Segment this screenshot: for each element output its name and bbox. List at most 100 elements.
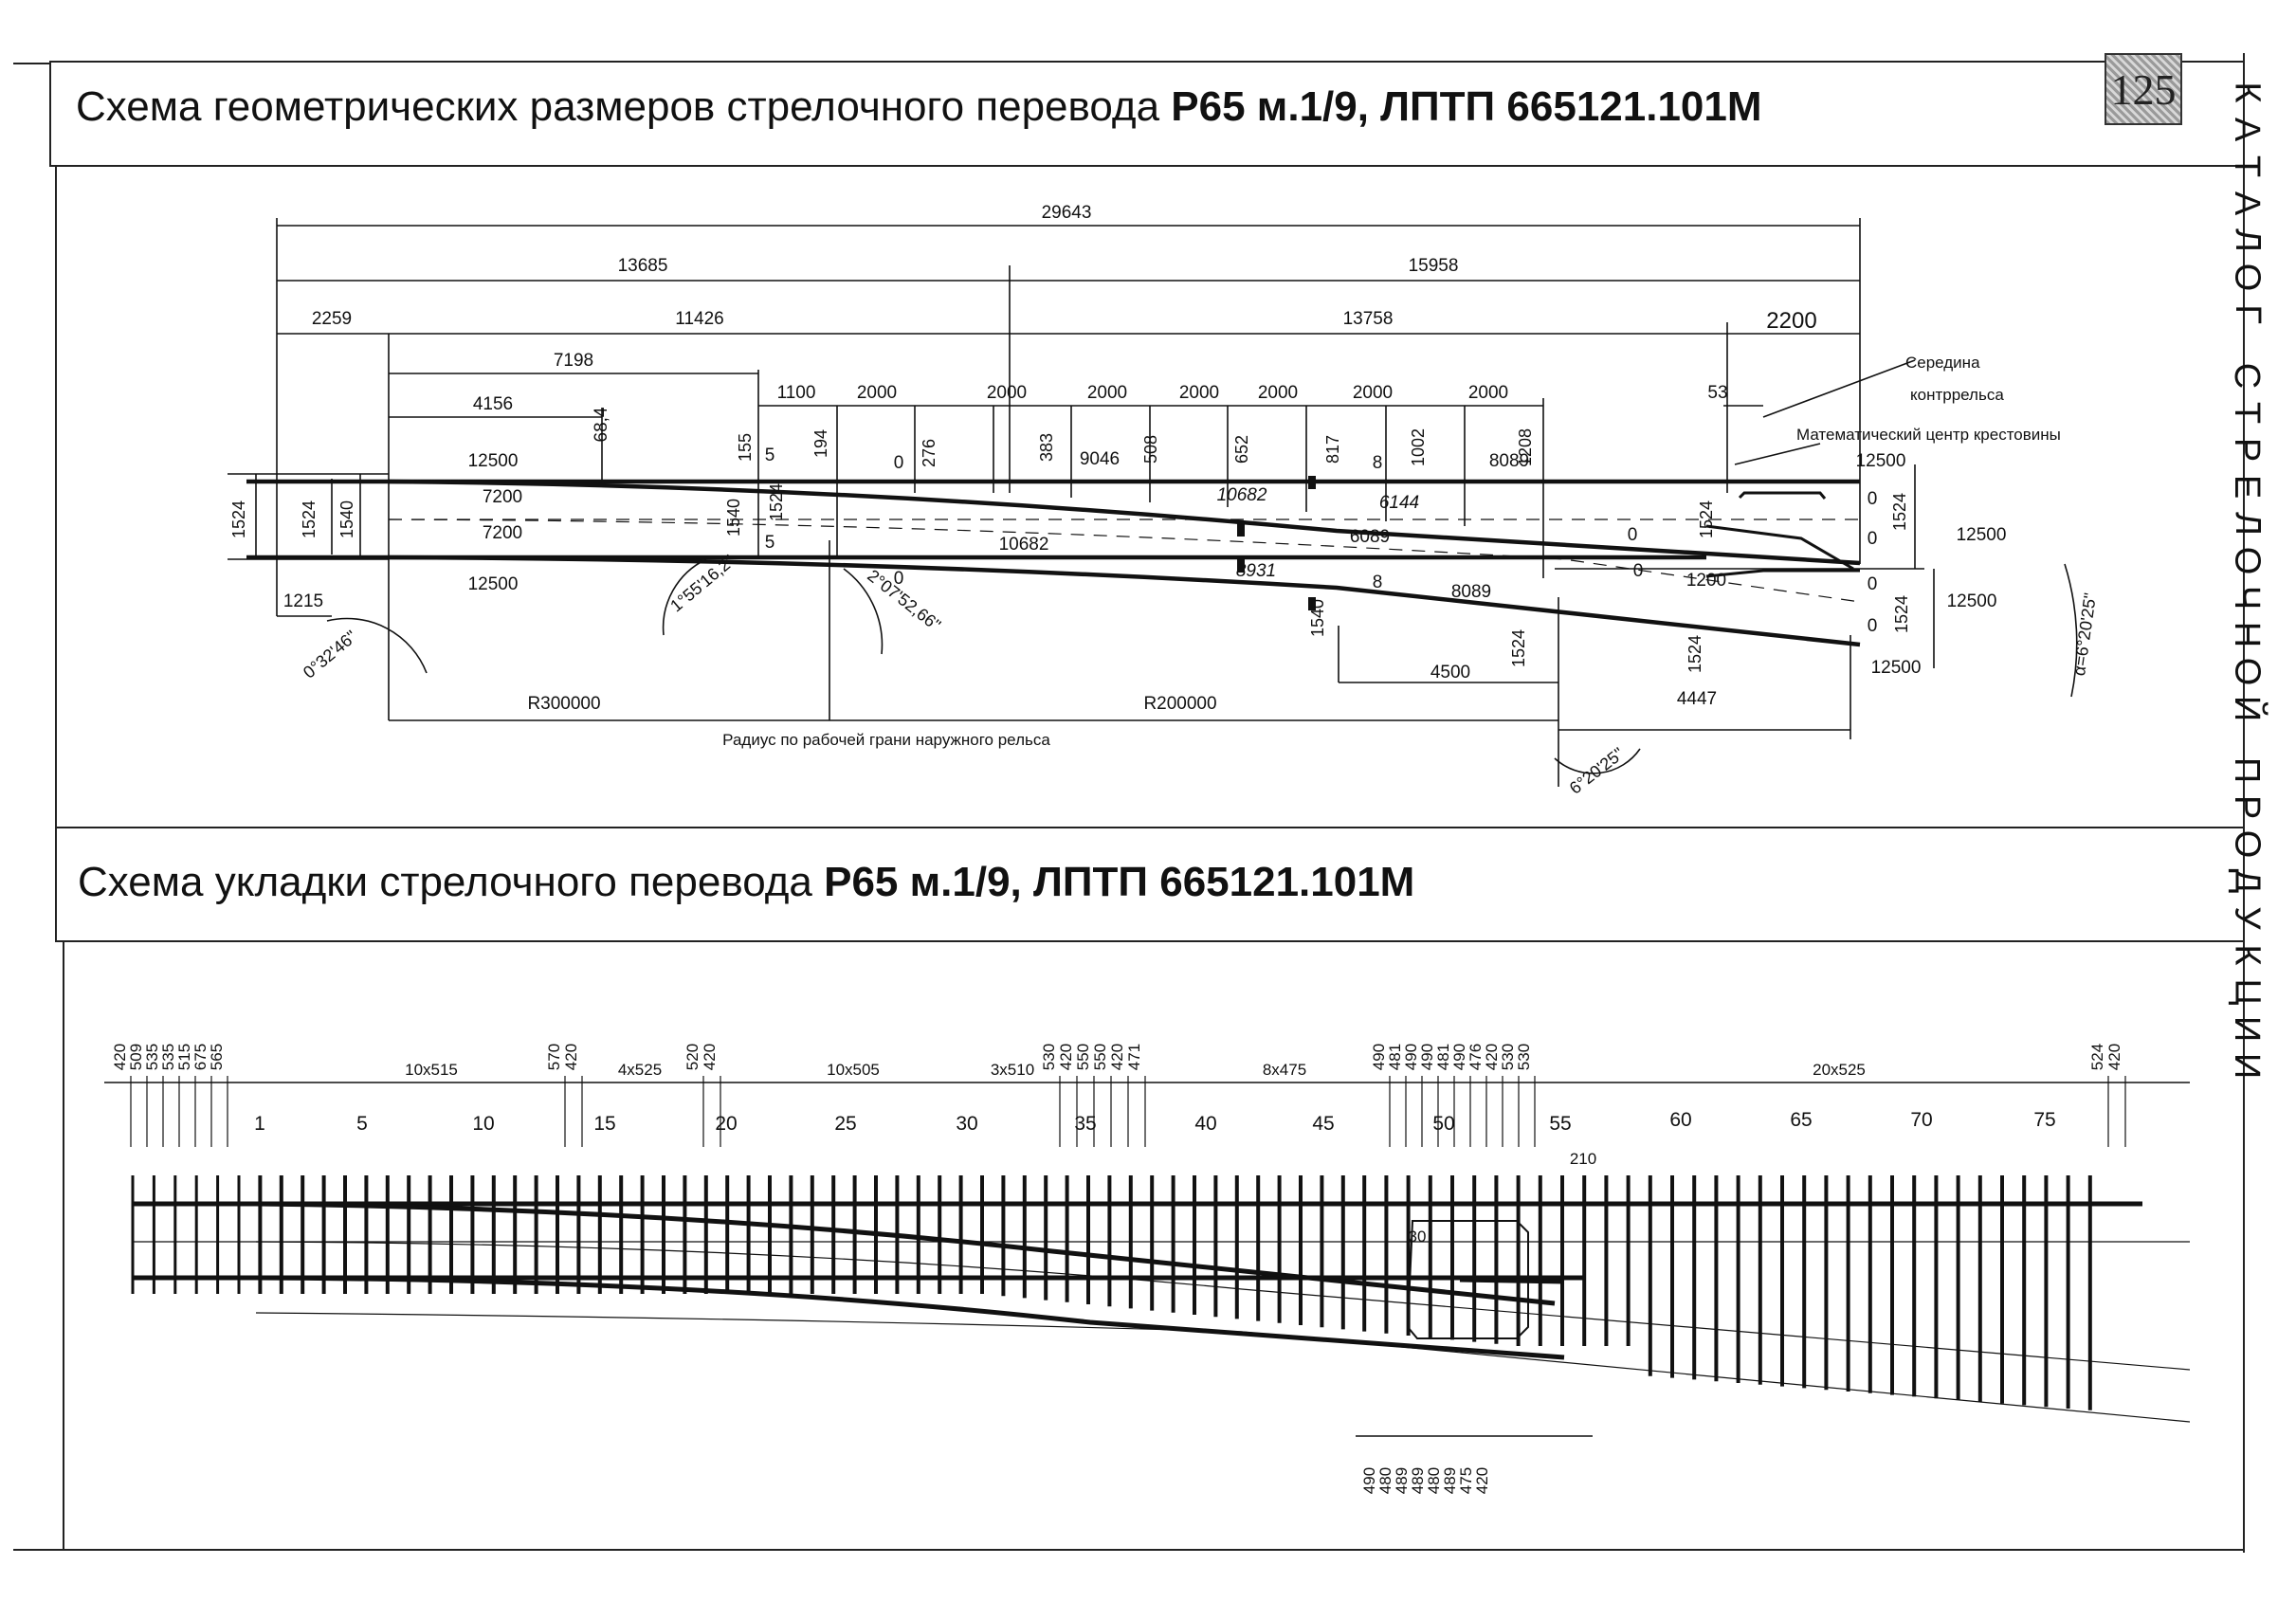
callout-middle: Середина bbox=[1905, 354, 1980, 372]
dim-left-half: 13685 bbox=[618, 256, 668, 276]
top-spacing-label: 490 bbox=[1402, 1044, 1420, 1070]
sleeper-number: 30 bbox=[956, 1113, 977, 1135]
side-label-char: И bbox=[2227, 1015, 2268, 1043]
ord-1002: 1002 bbox=[1409, 428, 1428, 466]
dim-7198: 7198 bbox=[554, 351, 593, 371]
angle-3: 0°32'46" bbox=[300, 627, 360, 682]
side-label-char: Т bbox=[2227, 155, 2268, 178]
top-spacing-label: 535 bbox=[143, 1044, 161, 1070]
spacing-7: 2000 bbox=[1468, 383, 1508, 403]
side-label-char: Р bbox=[2227, 437, 2268, 463]
ord-10682a: 10682 bbox=[1217, 485, 1267, 505]
sleeper-number: 10 bbox=[472, 1113, 494, 1135]
sleeper-number: 40 bbox=[1194, 1113, 1216, 1135]
side-label-char: Д bbox=[2227, 868, 2268, 894]
ord-276: 276 bbox=[920, 439, 938, 467]
side-label-char: Л bbox=[2227, 512, 2268, 536]
top-spacing-label: 476 bbox=[1467, 1044, 1485, 1070]
spacing-2: 2000 bbox=[987, 383, 1027, 403]
right-0d: 0 bbox=[1868, 616, 1878, 636]
callout-counter: контррельса bbox=[1910, 386, 2004, 404]
side-label-char: О bbox=[2227, 263, 2268, 292]
page-title-plain: Схема геометрических размеров стрелочног… bbox=[76, 83, 1172, 130]
bottom-spacing-label: 480 bbox=[1376, 1467, 1394, 1494]
counter-rail bbox=[1738, 491, 1827, 500]
page-title-bold: Р65 м.1/9, ЛПТП 665121.101М bbox=[1171, 83, 1762, 130]
right-12500-a: 12500 bbox=[1856, 451, 1906, 471]
side-label-char: С bbox=[2227, 362, 2268, 390]
right-12500-b: 12500 bbox=[1957, 525, 2007, 545]
top-spacing-label: 524 bbox=[2088, 1044, 2106, 1070]
ord-4447: 4447 bbox=[1677, 689, 1717, 709]
top-spacing-label: 481 bbox=[1434, 1044, 1452, 1070]
dim-11426: 11426 bbox=[675, 309, 723, 329]
side-label-char: Е bbox=[2227, 474, 2268, 500]
ord-8b: 8 bbox=[1373, 573, 1383, 592]
top-spacing-label: 420 bbox=[111, 1044, 129, 1070]
page-number-badge: 125 bbox=[2105, 53, 2182, 125]
rail-12500-a: 12500 bbox=[468, 451, 519, 471]
top-spacing-label: 550 bbox=[1074, 1044, 1092, 1070]
right-12500-d: 12500 bbox=[1871, 658, 1922, 678]
sleeper-number: 70 bbox=[1910, 1109, 1932, 1131]
ord-1524c: 1524 bbox=[1509, 629, 1528, 667]
ord-0b: 0 bbox=[894, 569, 904, 589]
side-label-char: К bbox=[2227, 944, 2268, 966]
right-12500-c: 12500 bbox=[1947, 591, 1997, 611]
geometry-diagram: 29643 13685 15958 2259 11426 13758 2200 … bbox=[228, 203, 2100, 798]
radius-caption: Радиус по рабочей грани наружного рельса bbox=[722, 731, 1050, 749]
group-4x525: 4x525 bbox=[618, 1061, 662, 1079]
spacing-3: 2000 bbox=[1087, 383, 1127, 403]
bottom-spacing-label: 489 bbox=[1393, 1467, 1411, 1494]
bottom-spacing-label: 475 bbox=[1457, 1467, 1475, 1494]
dim-right-half: 15958 bbox=[1409, 256, 1459, 276]
right-1524a: 1524 bbox=[1890, 493, 1909, 531]
gauge-1524-outer: 1524 bbox=[229, 500, 248, 538]
rail-7200-a: 7200 bbox=[483, 487, 522, 507]
sleeper-number: 75 bbox=[2033, 1109, 2055, 1131]
right-0a: 0 bbox=[1868, 489, 1878, 509]
ord-1524b: 1524 bbox=[767, 483, 786, 521]
side-label-char: К bbox=[2227, 82, 2268, 103]
ord-9046: 9046 bbox=[1080, 449, 1120, 469]
sleeper-number: 20 bbox=[715, 1113, 737, 1135]
spacing-6: 2000 bbox=[1353, 383, 1393, 403]
rail-diverging-inner bbox=[388, 555, 1861, 647]
dim-total: 29643 bbox=[1042, 203, 1092, 223]
ord-5b: 5 bbox=[765, 533, 775, 553]
top-spacing-label: 481 bbox=[1386, 1044, 1404, 1070]
ord-0c: 0 bbox=[1628, 525, 1638, 545]
side-label-char: Л bbox=[2227, 228, 2268, 252]
ord-652: 652 bbox=[1232, 435, 1251, 464]
top-spacing-label: 530 bbox=[1040, 1044, 1058, 1070]
sleeper-number: 60 bbox=[1669, 1109, 1691, 1131]
ord-6089: 6089 bbox=[1350, 527, 1390, 547]
top-spacing-label: 490 bbox=[1450, 1044, 1468, 1070]
top-spacing-label: 420 bbox=[562, 1044, 580, 1070]
ord-8089a: 8089 bbox=[1489, 451, 1529, 471]
side-label-char: О bbox=[2227, 657, 2268, 686]
group-8x475: 8x475 bbox=[1263, 1061, 1306, 1079]
bottom-spacing-label: 489 bbox=[1409, 1467, 1427, 1494]
side-label-char: О bbox=[2227, 829, 2268, 859]
frog-box bbox=[1406, 1220, 1529, 1339]
sleeper-number: 1 bbox=[254, 1113, 265, 1135]
top-spacing-label: 565 bbox=[208, 1044, 226, 1070]
side-label-char: И bbox=[2227, 1052, 2268, 1080]
bottom-spacing-label: 480 bbox=[1425, 1467, 1443, 1494]
section2-title: Схема укладки стрелочного перевода Р65 м… bbox=[78, 859, 1414, 906]
top-spacing-label: 520 bbox=[683, 1044, 702, 1070]
callout-center: Математический центр крестовины bbox=[1796, 426, 2061, 444]
right-0c: 0 bbox=[1868, 574, 1878, 594]
top-rule bbox=[13, 63, 51, 64]
top-spacing-label: 490 bbox=[1370, 1044, 1388, 1070]
ord-6144: 6144 bbox=[1379, 493, 1419, 513]
page-number: 125 bbox=[2110, 64, 2177, 114]
top-spacing-label: 509 bbox=[127, 1044, 145, 1070]
sleeper-number: 15 bbox=[593, 1113, 615, 1135]
callout-line-1 bbox=[1762, 359, 1916, 418]
top-spacing-label: 530 bbox=[1515, 1044, 1533, 1070]
ord-1524e: 1524 bbox=[1697, 500, 1716, 538]
spacing-5: 2000 bbox=[1258, 383, 1298, 403]
